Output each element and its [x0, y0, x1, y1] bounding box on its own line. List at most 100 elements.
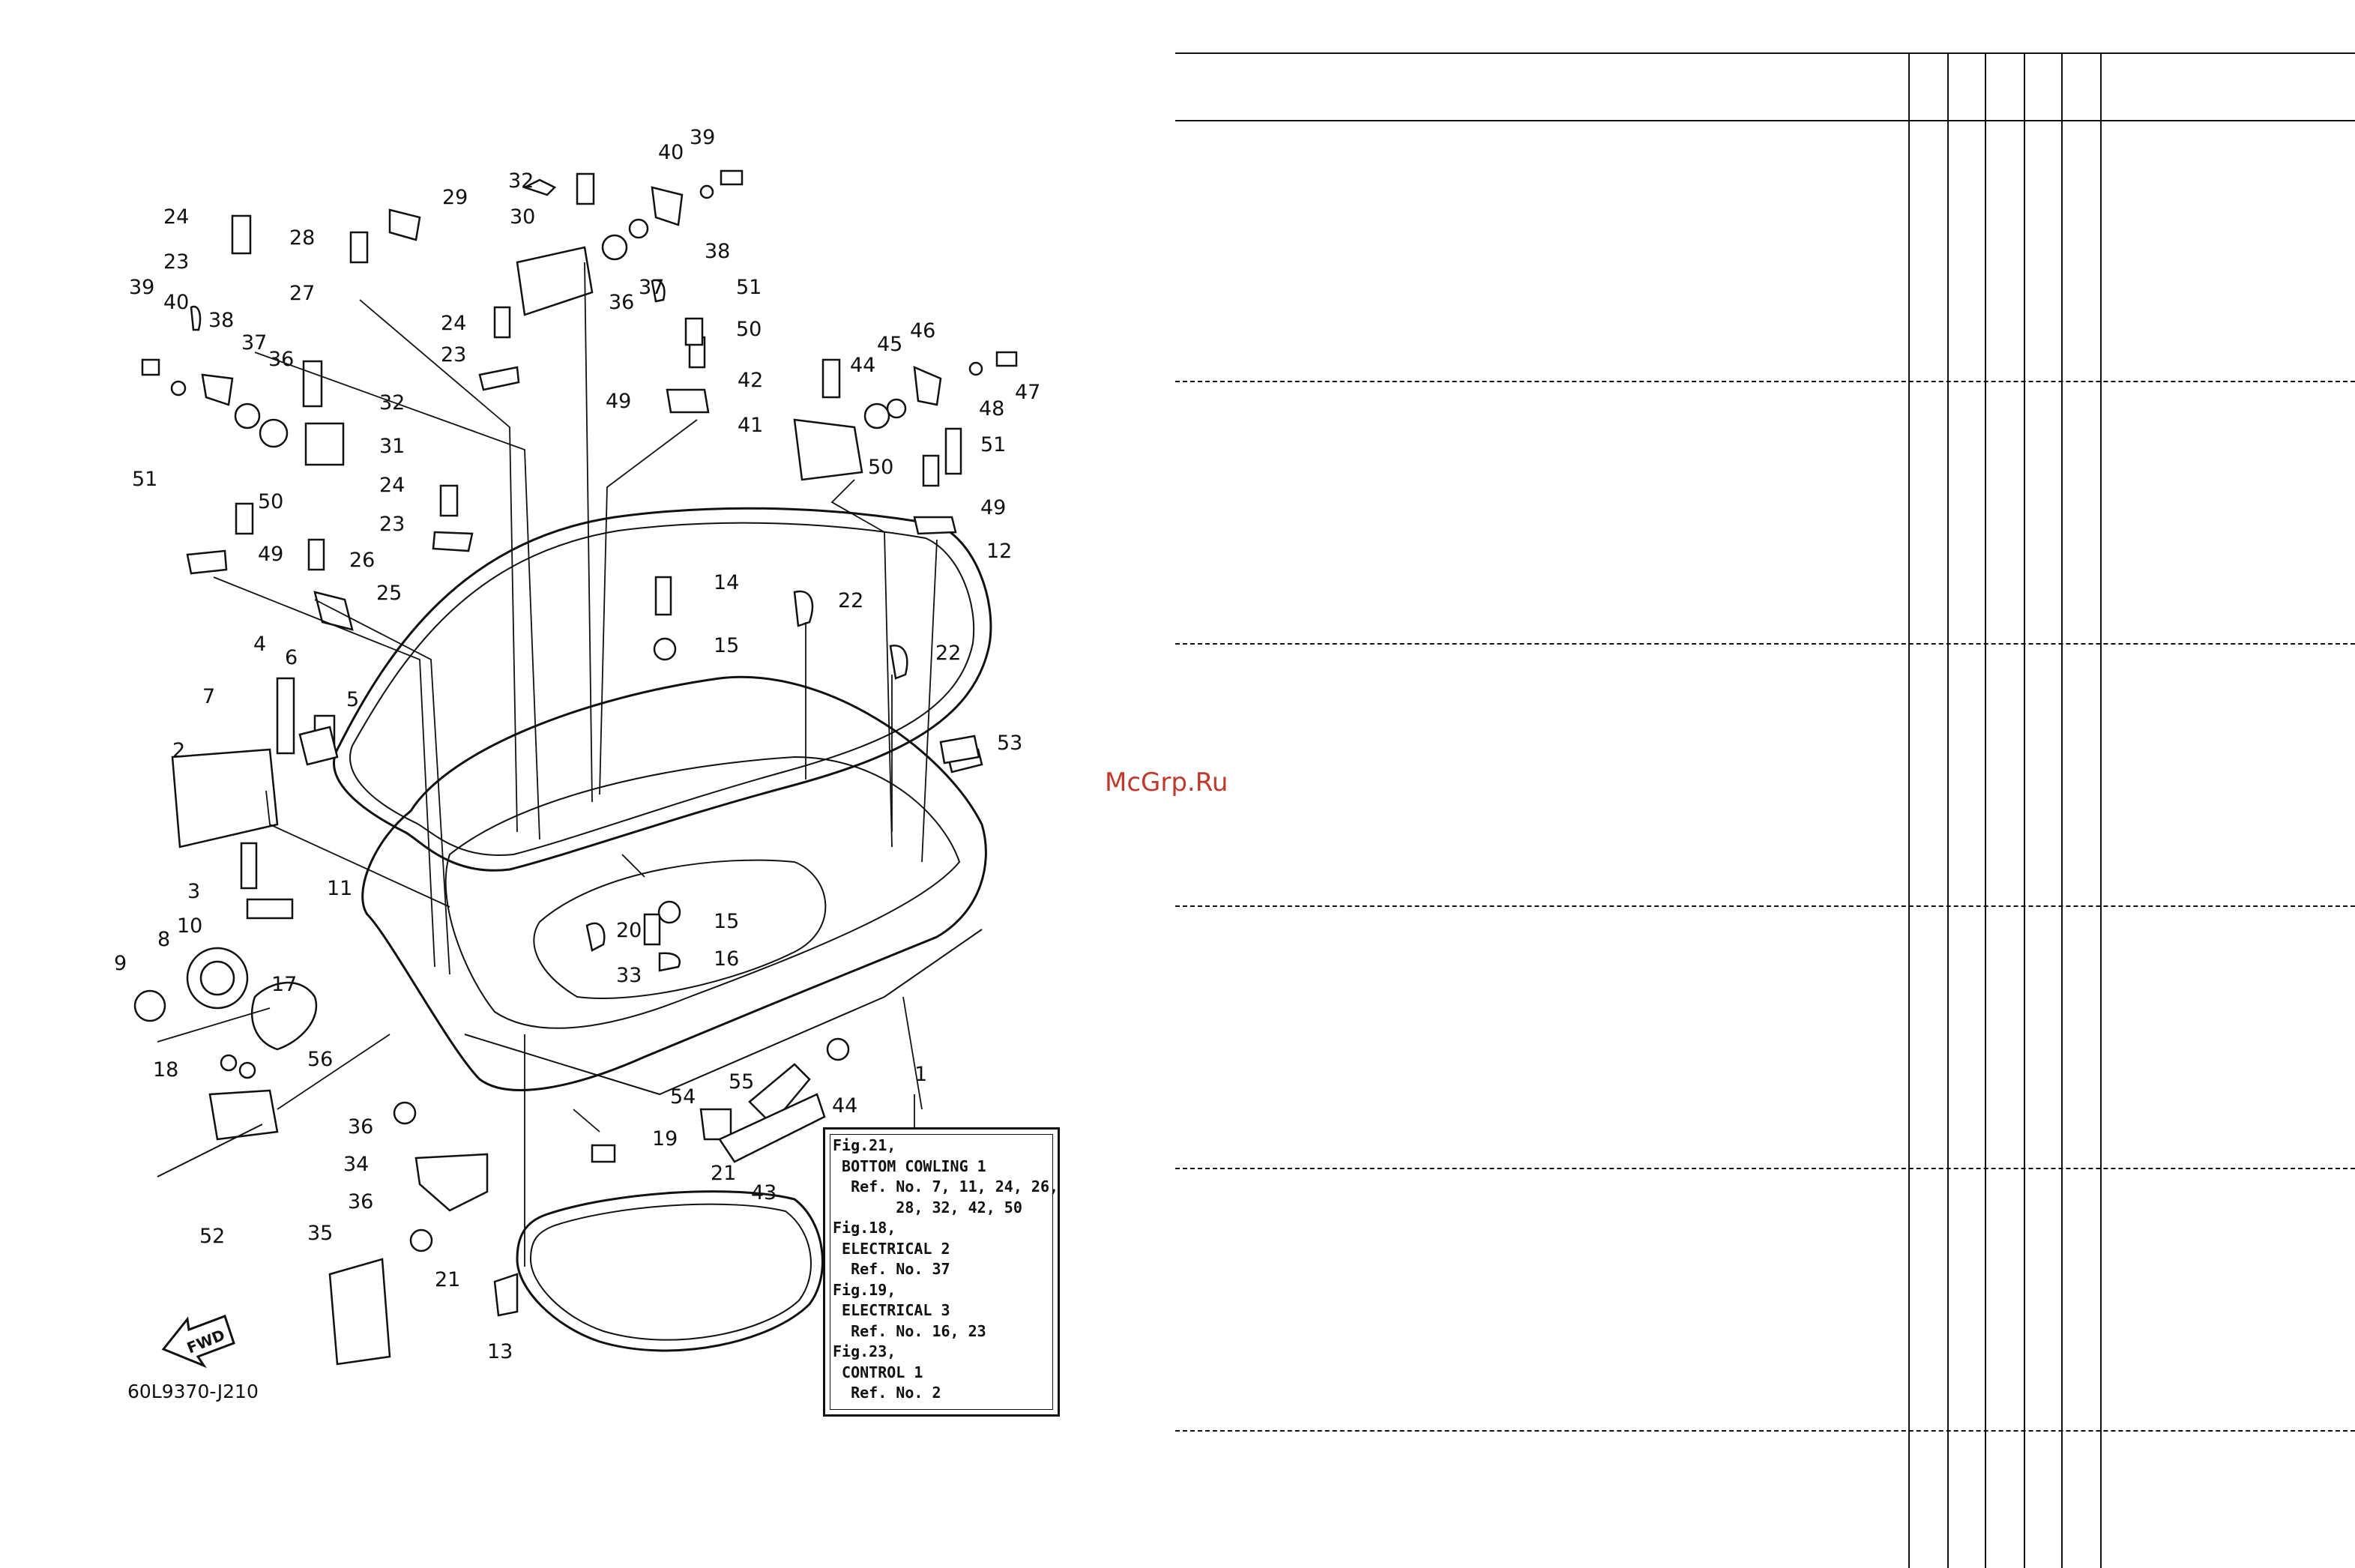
- note-line: Fig.18,: [833, 1219, 896, 1237]
- callout-21: 21: [435, 1268, 460, 1291]
- note-line: ELECTRICAL 2: [833, 1239, 950, 1258]
- callout-13: 13: [487, 1340, 513, 1363]
- callout-3: 3: [187, 880, 200, 903]
- table-row-divider: [1175, 1430, 2355, 1432]
- callout-24: 24: [379, 474, 405, 497]
- callout-23: 23: [379, 513, 405, 536]
- callout-24: 24: [441, 312, 466, 335]
- note-line: 28, 32, 42, 50: [833, 1198, 1022, 1216]
- watermark: McGrp.Ru: [1105, 768, 1228, 797]
- table-top-rule: [1175, 52, 2355, 54]
- small-parts: [133, 169, 1018, 1366]
- note-line: Ref. No. 16, 23: [833, 1321, 986, 1340]
- callout-46: 46: [910, 319, 935, 343]
- callout-31: 31: [379, 435, 405, 458]
- callout-52: 52: [199, 1225, 225, 1248]
- callout-32: 32: [508, 169, 534, 193]
- callout-14: 14: [714, 571, 739, 594]
- callout-23: 23: [163, 250, 189, 274]
- table-column-divider: [2061, 52, 2063, 1568]
- table-column-divider: [1947, 52, 1949, 1568]
- callout-27: 27: [289, 282, 315, 305]
- note-line: ELECTRICAL 3: [833, 1301, 950, 1319]
- note-line: Fig.21,: [833, 1136, 896, 1154]
- note-line: Fig.19,: [833, 1280, 896, 1299]
- seal-12: [333, 507, 992, 872]
- callout-53: 53: [997, 732, 1022, 755]
- callout-10: 10: [177, 914, 202, 938]
- callout-12: 12: [986, 540, 1012, 563]
- seal-13: [516, 1190, 824, 1352]
- note-line: CONTROL 1: [833, 1363, 923, 1381]
- note-line: Ref. No. 7, 11, 24, 26,: [833, 1177, 1059, 1195]
- callout-36: 36: [348, 1115, 373, 1139]
- callout-56: 56: [307, 1048, 333, 1071]
- callout-35: 35: [307, 1222, 333, 1245]
- callout-24: 24: [163, 205, 189, 229]
- reference-note-box: Fig.21, BOTTOM COWLING 1 Ref. No. 7, 11,…: [823, 1127, 1060, 1417]
- callout-26: 26: [349, 549, 375, 572]
- fwd-label: FWD: [184, 1326, 228, 1357]
- callout-11: 11: [327, 877, 352, 900]
- callout-6: 6: [285, 646, 298, 669]
- callout-36: 36: [609, 291, 634, 314]
- callout-7: 7: [202, 685, 215, 708]
- note-line: Ref. No. 37: [833, 1260, 950, 1278]
- figure-code: 60L9370-J210: [127, 1381, 259, 1402]
- callout-41: 41: [738, 414, 763, 437]
- callout-38: 38: [705, 240, 730, 263]
- callout-42: 42: [738, 369, 763, 392]
- table-column-divider: [2024, 52, 2025, 1568]
- assembly-lines: [157, 262, 938, 1267]
- callout-37: 37: [241, 331, 267, 355]
- callout-17: 17: [271, 973, 297, 996]
- note-line: BOTTOM COWLING 1: [833, 1157, 986, 1175]
- callout-39: 39: [690, 126, 715, 149]
- callout-15: 15: [714, 634, 739, 657]
- callout-34: 34: [343, 1153, 369, 1176]
- callout-37: 37: [639, 276, 664, 299]
- callout-36: 36: [348, 1190, 373, 1213]
- table-column-divider: [2100, 52, 2102, 1568]
- callout-55: 55: [729, 1070, 754, 1094]
- callout-51: 51: [132, 468, 157, 491]
- callout-22: 22: [935, 642, 961, 665]
- callout-5: 5: [346, 688, 359, 711]
- callout-51: 51: [736, 276, 762, 299]
- callout-49: 49: [980, 496, 1006, 519]
- callout-29: 29: [442, 186, 468, 209]
- table-column-divider: [1908, 52, 1910, 1568]
- callout-40: 40: [163, 291, 189, 314]
- table-header-rule: [1175, 120, 2355, 121]
- table-row-divider: [1175, 905, 2355, 907]
- callout-45: 45: [877, 333, 902, 356]
- table-row-divider: [1175, 1168, 2355, 1169]
- callout-18: 18: [153, 1058, 178, 1082]
- callout-38: 38: [208, 309, 234, 332]
- table-row-divider: [1175, 643, 2355, 645]
- callout-44: 44: [850, 354, 875, 377]
- callout-9: 9: [114, 952, 127, 975]
- parts-list-table: [1175, 52, 2355, 1568]
- callout-51: 51: [980, 433, 1006, 456]
- callout-50: 50: [868, 456, 893, 479]
- callout-23: 23: [441, 343, 466, 367]
- callout-44: 44: [832, 1094, 857, 1118]
- callout-8: 8: [157, 928, 170, 951]
- note-line: Fig.23,: [833, 1342, 896, 1360]
- callout-15: 15: [714, 910, 739, 933]
- table-column-divider: [1985, 52, 1986, 1568]
- exploded-parts-diagram: 24 23 39 40 38 37 36 28 27 29 32 30 24 2…: [114, 126, 1040, 1369]
- callout-43: 43: [751, 1181, 777, 1204]
- callout-50: 50: [736, 318, 762, 341]
- callout-48: 48: [979, 397, 1004, 420]
- callout-4: 4: [253, 633, 266, 656]
- callout-49: 49: [258, 543, 283, 566]
- callout-30: 30: [510, 205, 535, 229]
- callout-25: 25: [376, 582, 402, 605]
- callout-36: 36: [268, 348, 294, 371]
- bottom-cowling-shell: [361, 675, 987, 1096]
- callout-16: 16: [714, 947, 739, 971]
- callout-50: 50: [258, 490, 283, 513]
- callout-2: 2: [172, 739, 185, 762]
